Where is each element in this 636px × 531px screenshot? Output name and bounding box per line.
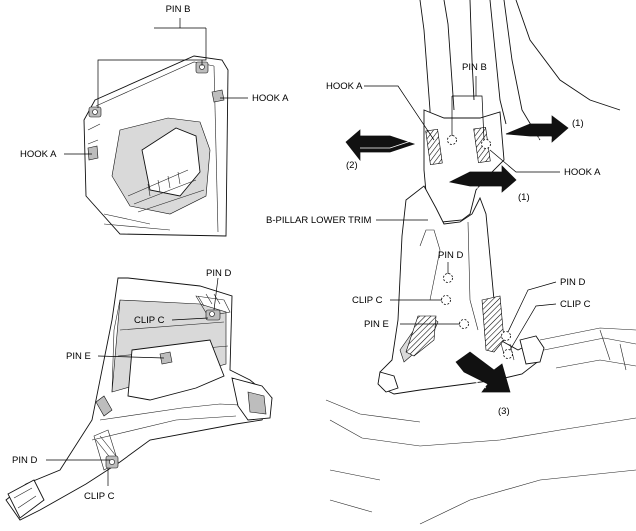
r-pin-d-right-leader	[507, 281, 557, 333]
r-clip-c-left-marker	[441, 295, 451, 305]
r-clip-c-right-hatch	[481, 295, 505, 353]
bl-clip-c-top-part	[205, 309, 221, 321]
r-hook-a-right-leader	[489, 149, 560, 173]
r-pin-b-left-marker	[447, 135, 457, 145]
r-pin-e-hatch	[405, 315, 437, 357]
tl-hook-a-right-clip	[211, 89, 225, 103]
upper-trim-detail	[83, 55, 229, 237]
tl-hook-a-left-clip	[87, 145, 99, 161]
bl-pin-d-top-leader	[213, 277, 219, 311]
r-step3-label: (3)	[498, 406, 510, 417]
r-hook-a-top-label: HOOK A	[326, 81, 363, 92]
bl-pin-e-label: PIN E	[66, 351, 91, 362]
r-hook-a-right-label: HOOK A	[564, 167, 601, 178]
tl-hook-a-right-label: HOOK A	[252, 93, 289, 104]
r-clip-c-right-leader	[509, 303, 557, 351]
r-pin-d-right-marker	[501, 331, 511, 341]
bl-pin-e-part	[159, 351, 173, 365]
r-clip-c-right-marker	[503, 349, 513, 359]
r-clip-c-right-label: CLIP C	[560, 299, 591, 310]
r-pin-b-right-marker	[481, 139, 491, 149]
r-arrow-step3	[455, 351, 511, 393]
r-clip-c-left-label: CLIP C	[352, 295, 383, 306]
r-hook-a-left-hatch	[425, 128, 443, 166]
cabin-main-view	[325, 0, 636, 525]
r-pin-d-left-marker	[443, 273, 453, 283]
bl-pin-d-top-label: PIN D	[206, 268, 231, 279]
tl-pin-b-bracket	[97, 28, 207, 108]
r-trim-label: B-PILLAR LOWER TRIM	[266, 215, 371, 226]
r-hook-a-top-leader	[364, 85, 435, 141]
tl-hook-a-left-label: HOOK A	[20, 149, 57, 160]
tl-pin-b-label: PIN B	[166, 4, 191, 15]
r-pin-d-right-label: PIN D	[560, 277, 585, 288]
r-pin-d-left-label: PIN D	[438, 250, 463, 261]
r-pin-b-label: PIN B	[462, 62, 487, 73]
r-arrow-step1-top	[505, 115, 569, 143]
bl-pin-e-leader	[97, 355, 165, 359]
r-arrow-step1-mid	[448, 165, 517, 193]
r-arrow-step2	[345, 129, 416, 162]
tl-pin-b-left-clip	[88, 106, 102, 118]
r-step1-top-label: (1)	[572, 118, 584, 129]
r-pin-e-marker	[459, 319, 469, 329]
r-step2-label: (2)	[346, 160, 358, 171]
bl-clip-c-top-leader	[171, 317, 209, 321]
r-pin-b-bracket	[451, 95, 485, 141]
lower-trim-detail	[5, 277, 273, 521]
bl-clip-c-bottom-part	[105, 455, 119, 469]
bl-clip-c-top-label: CLIP C	[134, 315, 165, 326]
bl-clip-c-bottom-label: CLIP C	[84, 491, 115, 502]
r-pin-e-label: PIN E	[364, 319, 389, 330]
r-step1-mid-label: (1)	[518, 192, 530, 203]
bl-pin-d-bottom-label: PIN D	[12, 455, 37, 466]
